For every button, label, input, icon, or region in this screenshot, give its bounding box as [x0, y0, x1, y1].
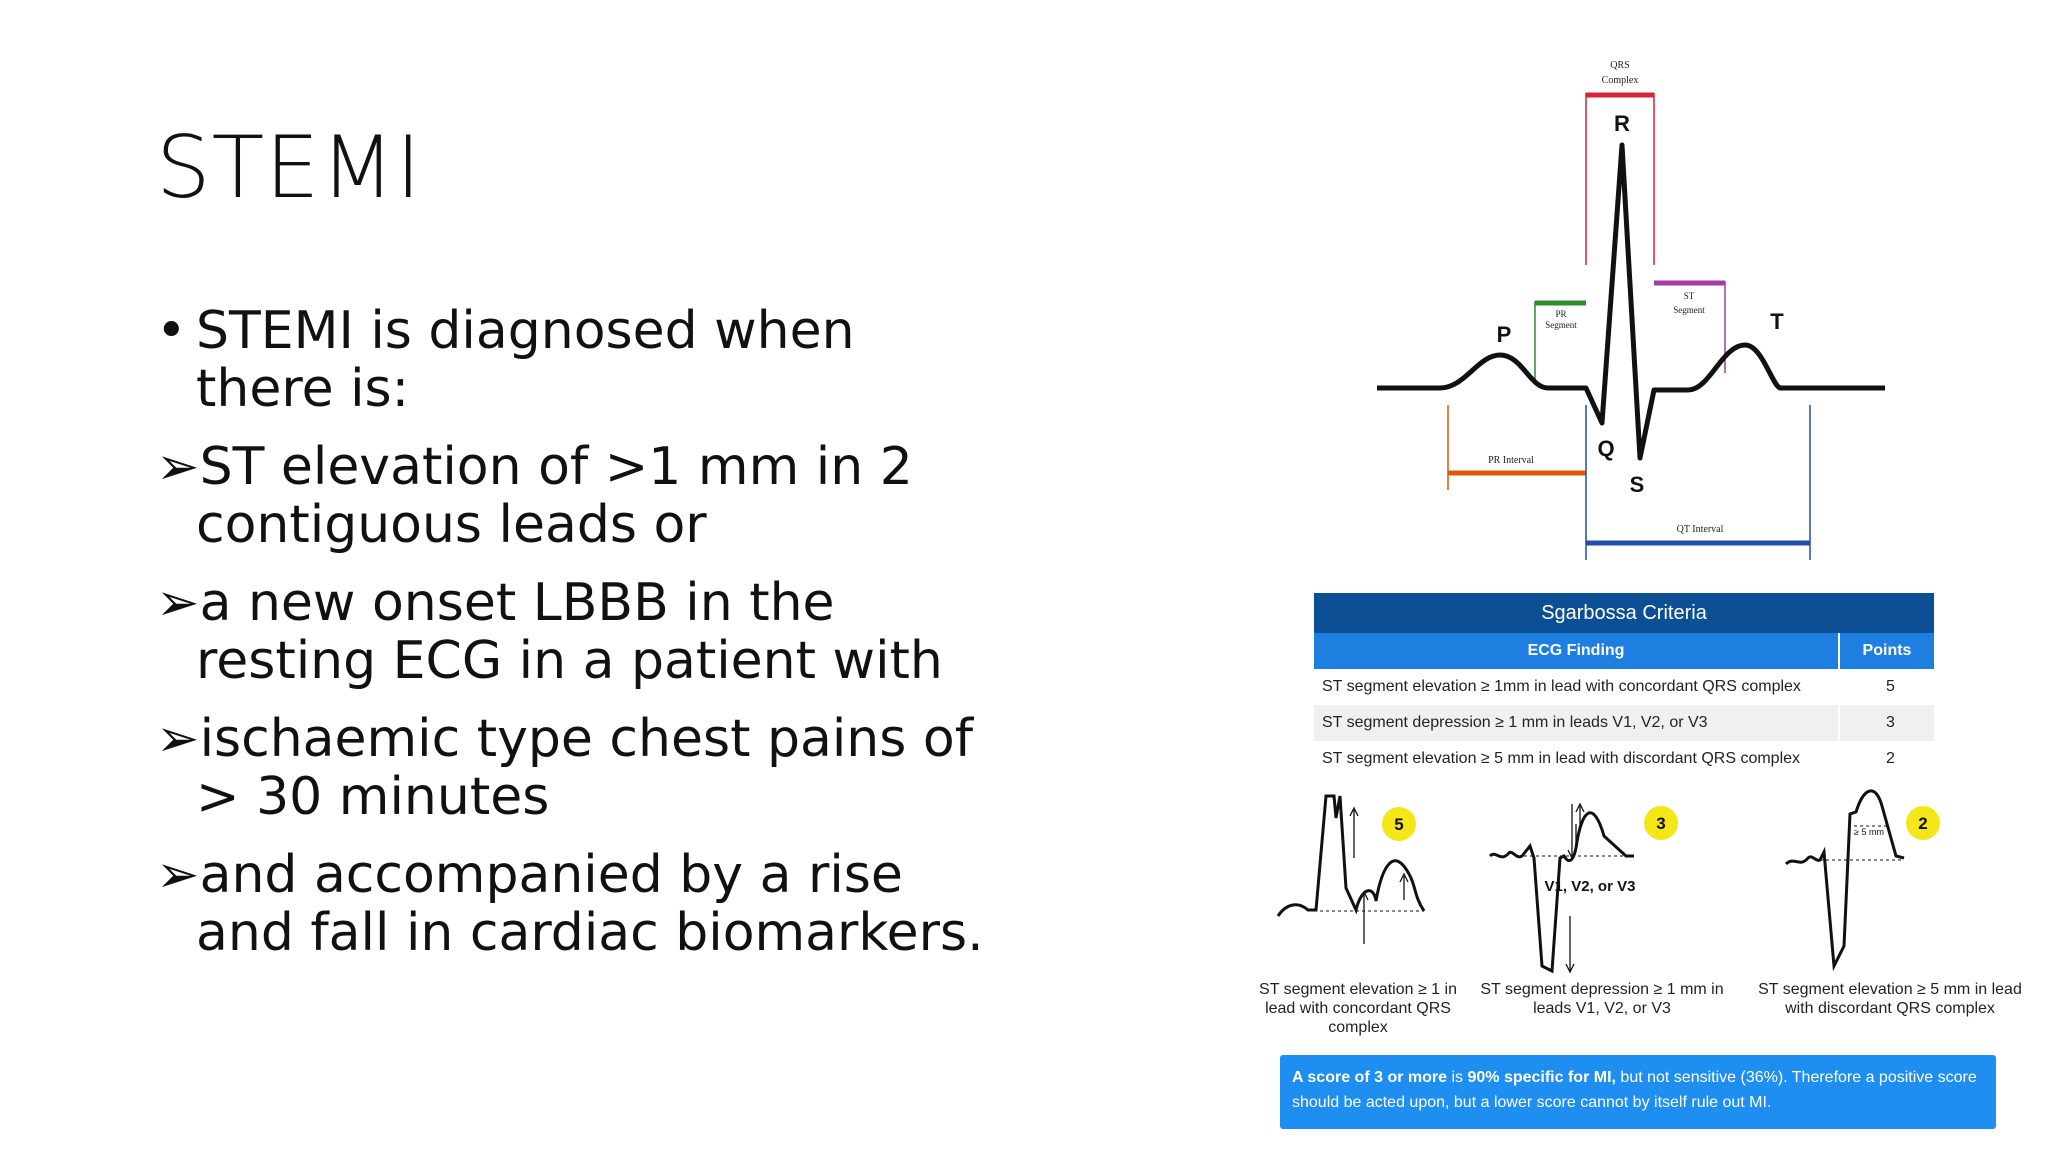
note-text-2: but not sensitive (36%). Therefore a pos…: [1292, 1069, 1977, 1111]
bullet-item: ➢a new onset LBBB in the resting ECG in …: [156, 574, 1006, 690]
slide-title: STEMI: [156, 118, 423, 218]
sgarbossa-title: Sgarbossa Criteria: [1314, 593, 1934, 633]
bullet-text: a new onset LBBB in the resting ECG in a…: [196, 573, 943, 691]
note-bold-1: A score of 3 or more: [1292, 1069, 1448, 1086]
bullet-marker: •: [156, 301, 187, 361]
table-header-row: ECG Finding Points: [1314, 633, 1934, 669]
bullet-item: ➢ST elevation of >1 mm in 2 contiguous l…: [156, 438, 1006, 554]
points-header: Points: [1838, 633, 1934, 669]
st-segment-label-1: ST: [1684, 291, 1695, 301]
pr-interval-label: PR Interval: [1488, 455, 1534, 466]
bullet-item: ➢ischaemic type chest pains of > 30 minu…: [156, 710, 1006, 826]
pr-segment-label-2: Segment: [1545, 320, 1577, 330]
five-mm-label: ≥ 5 mm: [1854, 827, 1884, 837]
qt-interval-label: QT Interval: [1677, 524, 1724, 535]
ecg-trace: [1377, 142, 1885, 461]
points-cell: 3: [1838, 705, 1934, 741]
score-badge-5: [1382, 807, 1416, 841]
points-cell: 5: [1838, 669, 1934, 705]
arrow-marker: ➢: [156, 845, 200, 905]
sgarbossa-waveforms: 5 V1, V2, or V3 3 ≥ 5 mm 2: [1276, 789, 1940, 974]
qrs-label-line1: QRS: [1610, 60, 1629, 71]
arrow-marker: ➢: [156, 573, 200, 633]
table-row: ST segment depression ≥ 1 mm in leads V1…: [1314, 705, 1934, 741]
r-wave-label: R: [1614, 111, 1630, 136]
caption-discordant: ST segment elevation ≥ 5 mm in lead with…: [1758, 981, 2022, 1017]
note-text-1: is: [1447, 1069, 1468, 1086]
p-wave-label: P: [1497, 322, 1512, 347]
caption-concordant: ST segment elevation ≥ 1 in lead with co…: [1259, 981, 1457, 1036]
score-badge-2: [1906, 806, 1940, 840]
bullet-text: ST elevation of >1 mm in 2 contiguous le…: [196, 437, 913, 555]
badge-5-label: 5: [1394, 815, 1403, 834]
bullet-item: • STEMI is diagnosed when there is:: [156, 302, 1006, 418]
arrow-marker: ➢: [156, 437, 200, 497]
st-segment-label-2: Segment: [1673, 305, 1705, 315]
points-cell: 2: [1838, 741, 1934, 777]
note-bold-2: 90% specific for MI,: [1467, 1069, 1616, 1086]
bullet-text: STEMI is diagnosed when there is:: [196, 301, 855, 419]
discordant-elevation-diagram: [1784, 789, 1905, 972]
score-note: A score of 3 or more is 90% specific for…: [1280, 1055, 1996, 1129]
ecg-waveform-diagram: QRS Complex PR Segment ST Segment R P T …: [1377, 60, 1885, 560]
badge-2-label: 2: [1918, 814, 1927, 833]
q-wave-label: Q: [1597, 436, 1614, 461]
bullet-item: ➢and accompanied by a rise and fall in c…: [156, 846, 1006, 962]
finding-cell: ST segment depression ≥ 1 mm in leads V1…: [1314, 705, 1839, 741]
concordant-elevation-diagram: [1276, 794, 1426, 944]
table-row: ST segment elevation ≥ 1mm in lead with …: [1314, 669, 1934, 705]
finding-cell: ST segment elevation ≥ 5 mm in lead with…: [1322, 750, 1801, 767]
depression-diagram: [1488, 802, 1634, 974]
sgarbossa-table: Sgarbossa Criteria ECG Finding Points ST…: [1314, 593, 1934, 777]
criteria-table: ECG Finding Points ST segment elevation …: [1314, 633, 1934, 777]
arrow-marker: ➢: [156, 709, 200, 769]
finding-header: ECG Finding: [1314, 633, 1839, 669]
bullet-text: ischaemic type chest pains of > 30 minut…: [196, 709, 974, 827]
t-wave-label: T: [1770, 309, 1784, 334]
finding-cell: ST segment elevation ≥ 1mm in lead with …: [1322, 678, 1801, 695]
badge-3-label: 3: [1656, 814, 1665, 833]
bullet-text: and accompanied by a rise and fall in ca…: [196, 845, 984, 963]
bullet-list: • STEMI is diagnosed when there is: ➢ST …: [156, 302, 1006, 982]
table-row: ST segment elevation ≥ 5 mm in lead with…: [1314, 741, 1934, 777]
s-wave-label: S: [1630, 472, 1645, 497]
qrs-label-line2: Complex: [1602, 75, 1639, 86]
caption-depression: ST segment depression ≥ 1 mm in leads V1…: [1480, 981, 1724, 1017]
score-badge-3: [1644, 806, 1678, 840]
lead-label: V1, V2, or V3: [1545, 878, 1636, 895]
pr-segment-label-1: PR: [1555, 309, 1566, 319]
